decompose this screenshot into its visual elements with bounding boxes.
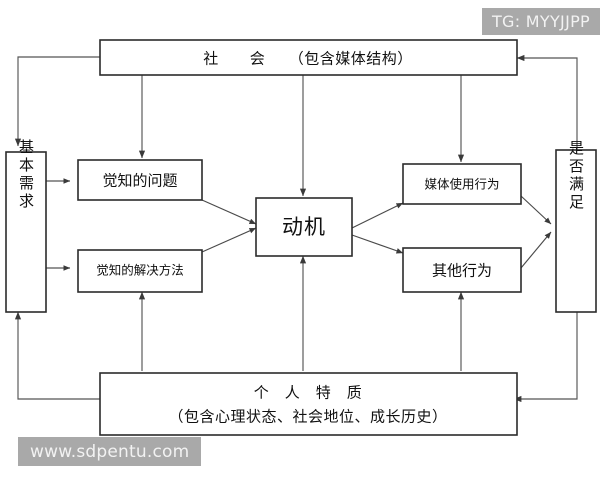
watermark-bottom-left: www.sdpentu.com [18,437,202,466]
edge-media-use-behavior-to-satisfied [520,195,552,225]
node-satisfied-label: 是否满足 [567,140,585,212]
edge-society-to-basic-needs [14,56,100,147]
node-other-behavior-label: 其他行为 [432,262,492,280]
node-other-behavior[interactable]: 其他行为 [402,247,522,293]
node-personal-traits-label-line1: 个 人 特 质 [254,384,363,402]
node-perceived-problem[interactable]: 觉知的问题 [77,159,203,201]
node-media-use-behavior[interactable]: 媒体使用行为 [402,163,522,205]
edge-perceived-problem-to-motivation [201,199,257,225]
node-society[interactable]: 社 会 （包含媒体结构） [99,39,518,76]
watermark-top-right: TG: MYYJJPP [481,8,600,35]
edge-motivation-to-other-behavior [351,234,404,254]
node-motivation[interactable]: 动机 [255,197,353,257]
node-personal-traits[interactable]: 个 人 特 质 （包含心理状态、社会地位、成长历史） [99,372,518,436]
node-motivation-label: 动机 [282,215,326,239]
edge-satisfied-to-personal-traits [513,310,578,403]
node-personal-traits-label-line2: （包含心理状态、社会地位、成长历史） [168,408,447,426]
node-perceived-solution[interactable]: 觉知的解决方法 [77,249,203,293]
edge-perceived-solution-to-motivation [201,227,257,253]
edge-other-behavior-to-satisfied [520,231,552,269]
node-basic-needs[interactable]: 基本需求 [5,139,47,313]
node-perceived-solution-label: 觉知的解决方法 [96,263,184,278]
edge-satisfied-to-society [516,54,578,150]
node-society-label: 社 会 （包含媒体结构） [203,50,413,68]
node-media-use-behavior-label: 媒体使用行为 [424,177,499,192]
node-basic-needs-label: 基本需求 [17,139,35,211]
edge-personal-traits-to-basic-needs [14,311,100,400]
edge-motivation-to-media-use-behavior [351,202,404,229]
node-satisfied[interactable]: 是否满足 [555,140,597,313]
node-perceived-problem-label: 觉知的问题 [102,172,177,190]
